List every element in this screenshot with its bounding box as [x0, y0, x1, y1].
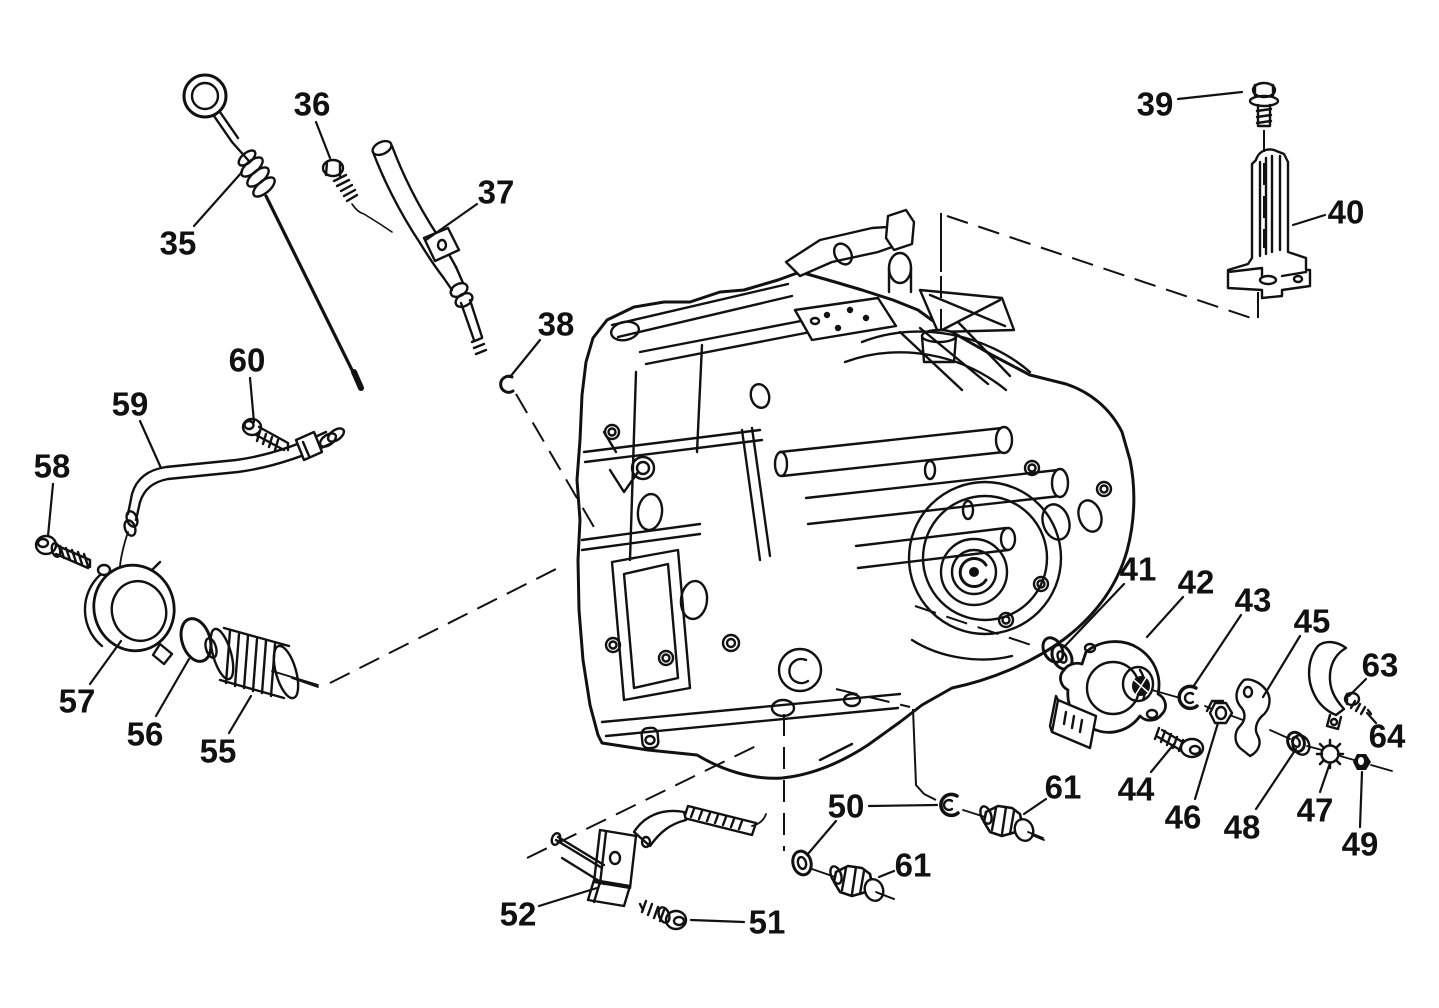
leader-line-48: [1254, 747, 1298, 811]
guard-63: [1307, 640, 1348, 731]
construction-line: [912, 708, 937, 801]
callout-52: 52: [500, 896, 537, 933]
bolt-36: [321, 158, 393, 233]
callout-48: 48: [1224, 809, 1261, 846]
callout-57: 57: [59, 683, 96, 720]
construction-line: [515, 393, 599, 535]
leader-line-60: [248, 376, 256, 424]
callout-51: 51: [749, 904, 786, 941]
leader-line-38: [508, 338, 542, 379]
leader-line-64: [1365, 711, 1378, 725]
shift-bracket-52: [550, 804, 767, 908]
bracket-40: [1226, 148, 1312, 300]
bolt-39: [1248, 81, 1280, 128]
callout-64: 64: [1369, 718, 1406, 755]
construction-line: [946, 215, 1255, 320]
leader-line-41: [1062, 582, 1126, 649]
filler-tube: [371, 139, 488, 356]
callout-56: 56: [127, 716, 164, 753]
leader-line-45: [1261, 634, 1302, 699]
bolt-58: [34, 534, 92, 570]
seal-ring-50: [939, 792, 986, 818]
filter-axis: [271, 670, 1044, 900]
callout-41: 41: [1120, 551, 1157, 588]
construction-line: [329, 568, 557, 684]
callout-47: 47: [1297, 792, 1334, 829]
callout-43: 43: [1235, 582, 1272, 619]
callout-61: 61: [1045, 769, 1082, 806]
callout-36: 36: [294, 86, 331, 123]
leader-line-56: [154, 657, 191, 718]
construction-line: [914, 605, 1041, 649]
fluid-filter: [204, 626, 319, 700]
park-neutral-switch: [1048, 640, 1393, 772]
leader-line-50: [867, 803, 939, 808]
o-ring-56: [179, 617, 213, 663]
callout-50: 50: [828, 788, 865, 825]
callout-49: 49: [1342, 826, 1379, 863]
leader-line-42: [1145, 595, 1185, 639]
callout-35: 35: [160, 225, 197, 262]
seal-43: [1177, 684, 1199, 711]
callout-42: 42: [1178, 564, 1215, 601]
leader-line-36: [314, 120, 332, 160]
construction-line: [526, 745, 757, 859]
callout-58: 58: [34, 448, 71, 485]
leader-line-61: [877, 869, 896, 879]
pressure-switch-upper: [979, 804, 1045, 842]
leader-line-52: [537, 886, 599, 908]
leader-line-43: [1191, 613, 1243, 689]
bolt-51: [638, 899, 688, 931]
callout-44: 44: [1118, 771, 1155, 808]
callout-45: 45: [1294, 603, 1331, 640]
bolt-60: [241, 417, 290, 452]
pressure-switch-lower: [829, 864, 895, 902]
construction-line: [835, 688, 911, 708]
callout-63: 63: [1362, 647, 1399, 684]
leader-line-57: [88, 639, 123, 686]
filter-cover: [83, 560, 176, 666]
nut-49: [1353, 754, 1371, 770]
leader-lines: [46, 90, 1378, 924]
leader-line-50: [805, 819, 838, 857]
leader-line-63: [1347, 677, 1368, 698]
leader-line-39: [1176, 90, 1244, 101]
retainer-clip: [499, 374, 515, 394]
callout-59: 59: [112, 386, 149, 423]
leader-line-37: [424, 202, 479, 242]
leader-line-49: [1358, 770, 1364, 829]
leader-line-59: [138, 419, 163, 470]
bolt-44: [1153, 726, 1205, 759]
construction-lines: [329, 130, 1265, 859]
callout-39: 39: [1137, 86, 1174, 123]
callout-61: 61: [895, 847, 932, 884]
leader-line-51: [689, 918, 746, 924]
callout-46: 46: [1165, 799, 1202, 836]
vent-pipe: [119, 427, 346, 567]
leader-line-47: [1318, 761, 1332, 794]
leader-line-44: [1149, 742, 1176, 774]
lever-45: [1234, 678, 1271, 758]
o-ring-50: [791, 849, 839, 879]
leader-line-58: [46, 482, 55, 538]
dipstick: [182, 73, 364, 391]
washer-48: [1286, 730, 1311, 756]
leader-line-61: [1022, 797, 1048, 816]
transaxle-case: [575, 208, 1136, 780]
leader-line-35: [192, 170, 244, 228]
leader-line-40: [1291, 213, 1327, 227]
callout-60: 60: [229, 342, 266, 379]
callout-38: 38: [538, 306, 575, 343]
callout-55: 55: [200, 733, 237, 770]
nut-46: [1205, 699, 1234, 725]
callout-37: 37: [478, 174, 515, 211]
leader-line-46: [1193, 721, 1220, 801]
callout-40: 40: [1328, 194, 1365, 231]
leader-line-55: [227, 694, 253, 735]
